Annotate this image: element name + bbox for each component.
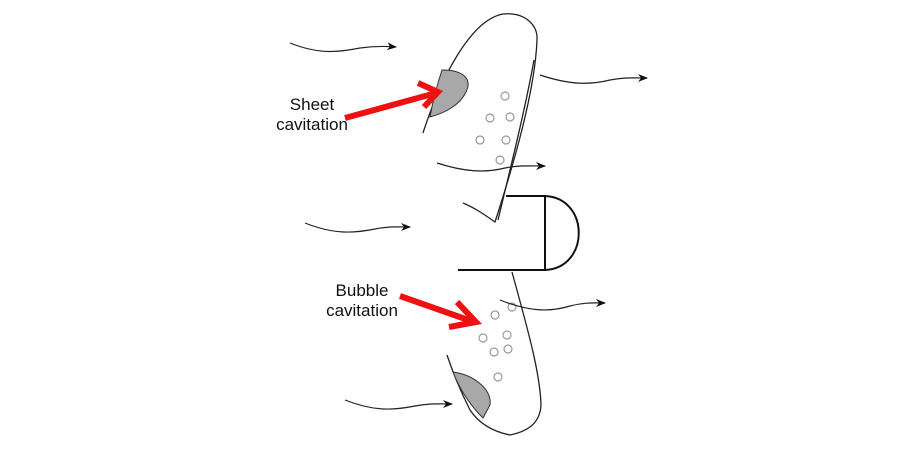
label-line: Bubble xyxy=(335,281,389,300)
flow-arrow xyxy=(289,42,397,53)
label-line: cavitation xyxy=(326,301,398,320)
lower-blade xyxy=(446,271,542,436)
upper-blade-trailing-edge xyxy=(497,59,535,221)
flow-arrow xyxy=(499,298,606,311)
sheet-cavity-lower xyxy=(452,371,491,419)
sheet-pointer-arrow xyxy=(344,80,444,121)
bubble-pointer-arrow xyxy=(399,293,482,330)
flow-arrow xyxy=(304,222,411,233)
flow-arrow xyxy=(344,399,453,410)
upper-blade xyxy=(422,13,538,224)
sheet-cavitation-label: Sheet cavitation xyxy=(262,95,362,135)
bubble-cavitation-label: Bubble cavitation xyxy=(312,281,412,321)
hub xyxy=(458,195,580,271)
flow-arrow xyxy=(539,73,648,84)
flow-arrow xyxy=(436,161,546,172)
bubbles xyxy=(475,91,517,382)
label-line: Sheet xyxy=(289,95,335,114)
label-line: cavitation xyxy=(276,115,348,134)
